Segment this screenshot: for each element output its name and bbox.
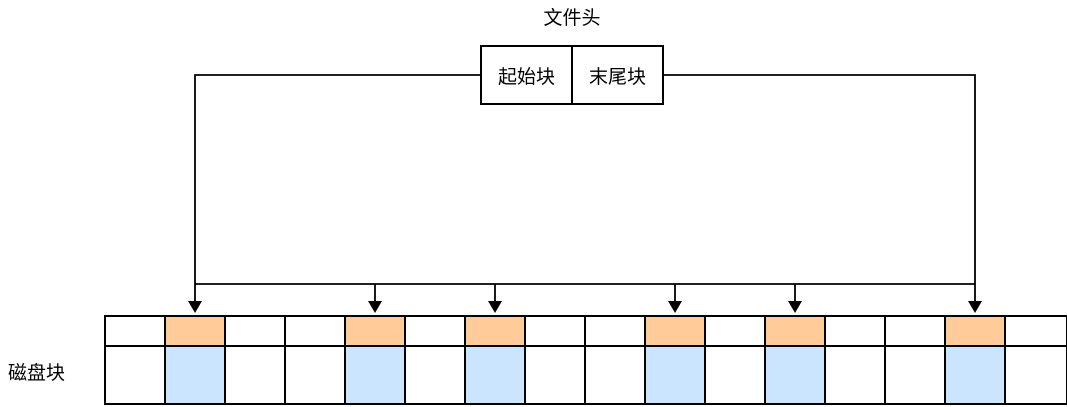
arrow-down-icon xyxy=(668,301,682,313)
connector-left xyxy=(194,74,480,302)
disk-block-top-highlighted xyxy=(766,317,824,347)
disk-block-column xyxy=(886,317,946,403)
disk-block-column xyxy=(106,317,166,403)
file-header-box: 起始块 末尾块 xyxy=(480,45,664,105)
disk-block-bottom xyxy=(406,347,464,403)
disk-block-column xyxy=(346,317,406,403)
disk-block-column xyxy=(166,317,226,403)
end-block-cell: 末尾块 xyxy=(588,66,646,88)
disk-block-column xyxy=(706,317,766,403)
arrow-down-icon xyxy=(368,301,382,313)
disk-block-bottom xyxy=(1006,347,1066,403)
disk-block-bottom-highlighted xyxy=(766,347,824,403)
arrow-down-icon xyxy=(968,301,982,313)
disk-block-column xyxy=(1006,317,1066,403)
disk-block-column xyxy=(946,317,1006,403)
disk-block-bottom xyxy=(826,347,884,403)
arrow-down-icon xyxy=(188,301,202,313)
disk-block-top xyxy=(586,317,644,347)
disk-block-bottom-highlighted xyxy=(946,347,1004,403)
start-block-cell: 起始块 xyxy=(482,47,573,103)
disk-block-top xyxy=(106,317,164,347)
disk-block-top-highlighted xyxy=(166,317,224,347)
file-header-title: 文件头 xyxy=(543,8,601,29)
disk-block-column xyxy=(826,317,886,403)
disk-block-column xyxy=(286,317,346,403)
disk-block-bottom xyxy=(226,347,284,403)
disk-block-bottom xyxy=(886,347,944,403)
disk-block-top xyxy=(226,317,284,347)
disk-block-column xyxy=(646,317,706,403)
disk-block-top xyxy=(706,317,764,347)
disk-block-bottom-highlighted xyxy=(166,347,224,403)
disk-block-column xyxy=(766,317,826,403)
disk-block-top xyxy=(526,317,584,347)
disk-block-top-highlighted xyxy=(346,317,404,347)
disk-block-top-highlighted xyxy=(466,317,524,347)
arrow-down-icon xyxy=(788,301,802,313)
disk-blocks-grid xyxy=(104,315,1067,405)
disk-block-top xyxy=(406,317,464,347)
disk-block-column xyxy=(226,317,286,403)
disk-block-bottom-highlighted xyxy=(646,347,704,403)
disk-block-top xyxy=(1006,317,1066,347)
disk-block-column xyxy=(526,317,586,403)
disk-block-bottom-highlighted xyxy=(466,347,524,403)
disk-block-top xyxy=(826,317,884,347)
disk-block-bottom xyxy=(526,347,584,403)
disk-blocks-label: 磁盘块 xyxy=(8,363,66,384)
disk-block-column xyxy=(466,317,526,403)
disk-block-bottom xyxy=(706,347,764,403)
disk-block-bottom xyxy=(286,347,344,403)
disk-block-top xyxy=(886,317,944,347)
disk-block-top-highlighted xyxy=(946,317,1004,347)
disk-block-column xyxy=(586,317,646,403)
disk-block-top xyxy=(286,317,344,347)
connector-right xyxy=(664,74,976,302)
disk-block-bottom-highlighted xyxy=(346,347,404,403)
disk-block-bottom xyxy=(106,347,164,403)
arrow-down-icon xyxy=(488,301,502,313)
disk-block-bottom xyxy=(586,347,644,403)
disk-block-column xyxy=(406,317,466,403)
disk-block-top-highlighted xyxy=(646,317,704,347)
